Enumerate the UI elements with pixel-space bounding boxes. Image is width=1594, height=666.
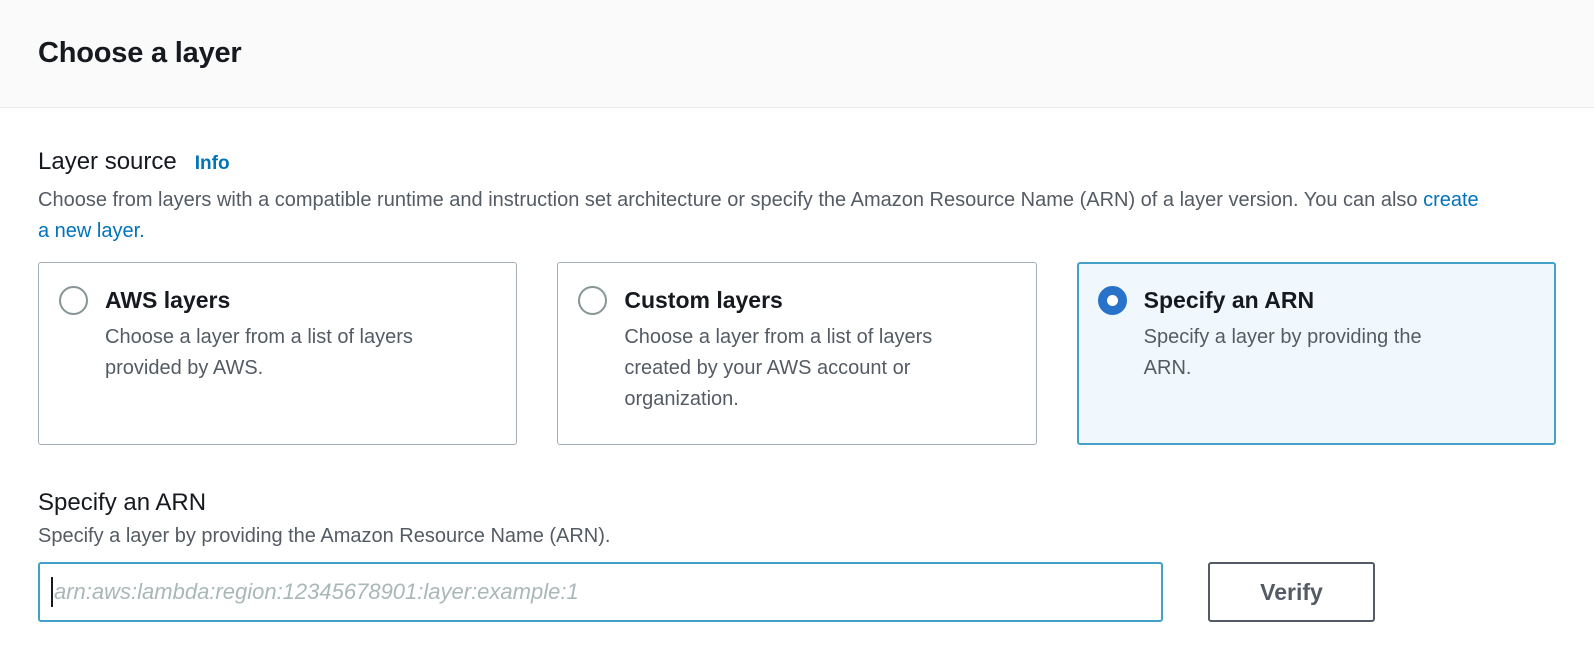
option-title: AWS layers: [105, 287, 231, 313]
option-description: Choose a layer from a list of layers cre…: [624, 326, 933, 410]
radio-specify-an-arn[interactable]: [1097, 286, 1127, 315]
radio-custom-layers[interactable]: [578, 286, 608, 315]
option-description: Choose a layer from a list of layers pro…: [105, 326, 413, 379]
layer-option-aws-layers[interactable]: AWS layers Choose a layer from a list of…: [38, 262, 518, 445]
arn-input[interactable]: [38, 562, 1163, 622]
option-title: Specify an ARN: [1143, 287, 1315, 313]
info-link[interactable]: Info: [194, 153, 230, 174]
dialog-header: Choose a layer: [0, 0, 1594, 108]
option-title: Custom layers: [624, 287, 783, 313]
arn-input-row: Verify: [38, 562, 1556, 622]
text-caret: [51, 577, 53, 607]
layer-source-options: AWS layers Choose a layer from a list of…: [38, 262, 1556, 445]
option-description: Specify a layer by providing the ARN.: [1143, 326, 1422, 379]
verify-button[interactable]: Verify: [1208, 562, 1375, 622]
radio-aws-layers[interactable]: [59, 286, 88, 315]
create-new-layer-link[interactable]: create a new layer.: [38, 189, 1479, 242]
dialog-content: Layer source Info Choose from layers wit…: [0, 148, 1594, 622]
description-text: Choose from layers with a compatible run…: [38, 189, 1424, 211]
specify-arn-section: Specify an ARN Specify a layer by provid…: [38, 489, 1556, 622]
page-title: Choose a layer: [38, 37, 242, 69]
layer-source-label: Layer source: [38, 148, 177, 175]
layer-option-specify-an-arn[interactable]: Specify an ARN Specify a layer by provid…: [1076, 262, 1556, 445]
layer-option-custom-layers[interactable]: Custom layers Choose a layer from a list…: [557, 262, 1037, 445]
layer-source-header: Layer source Info: [38, 148, 1556, 176]
layer-source-description: Choose from layers with a compatible run…: [38, 185, 1490, 247]
specify-arn-label: Specify an ARN: [38, 489, 207, 516]
specify-arn-description: Specify a layer by providing the Amazon …: [38, 525, 611, 547]
